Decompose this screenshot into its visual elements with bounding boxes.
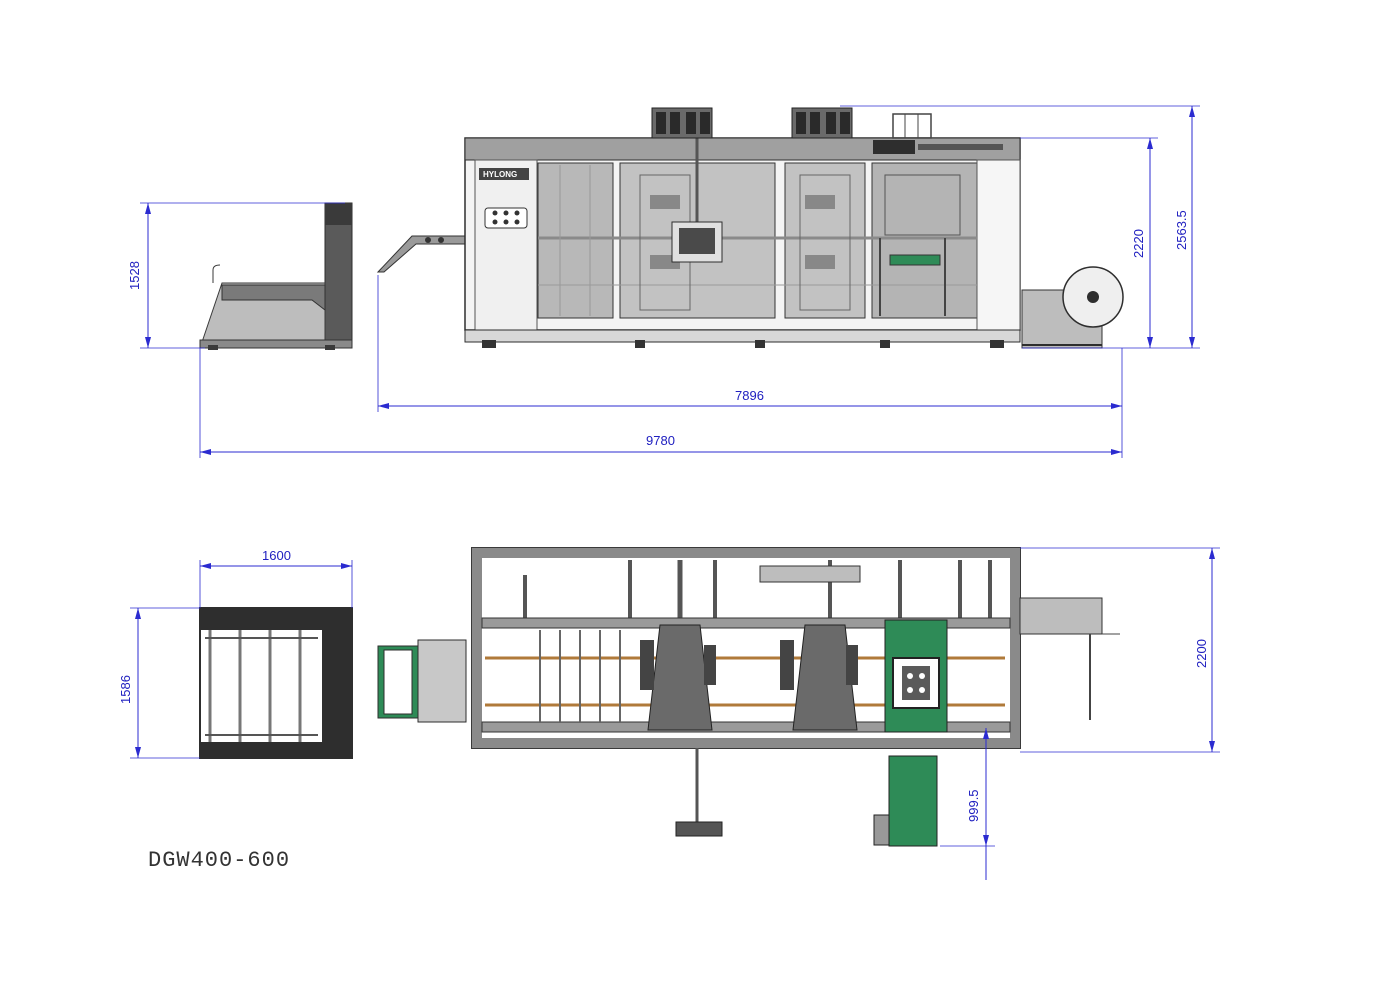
top-outfeed-conveyor [873, 755, 938, 847]
model-label: DGW400-600 [148, 848, 290, 873]
top-machine-frame [471, 547, 1021, 749]
top-unwinder [1019, 597, 1120, 720]
brand-logo: HYLONG [483, 170, 517, 179]
dim-machine-length: 7896 [735, 388, 764, 403]
dim-stacker-height: 1528 [127, 261, 142, 290]
side-unwinder [1021, 266, 1124, 349]
side-infeed [376, 235, 466, 273]
top-hmi-arm [675, 748, 723, 837]
top-view: 1600 1586 2200 999.5 [118, 547, 1220, 880]
dim-machine-height: 2220 [1131, 229, 1146, 258]
dim-total-length: 9780 [646, 433, 675, 448]
side-machine-body: HYLONG [464, 112, 1021, 348]
side-view: HYLONG [127, 105, 1200, 458]
top-stacker [199, 607, 353, 759]
side-stacker [199, 202, 353, 350]
dim-stacker-depth: 1586 [118, 675, 133, 704]
dim-machine-width: 2200 [1194, 639, 1209, 668]
dim-total-height: 2563.5 [1174, 210, 1189, 250]
dim-conveyor-extension: 999.5 [966, 789, 981, 822]
side-top-motors [651, 107, 1003, 154]
top-dimensions: 1600 1586 2200 999.5 [118, 547, 1220, 880]
top-infeed [377, 639, 467, 723]
side-dimensions: 1528 7896 9780 2220 [127, 105, 1200, 458]
dim-stacker-width: 1600 [262, 548, 291, 563]
